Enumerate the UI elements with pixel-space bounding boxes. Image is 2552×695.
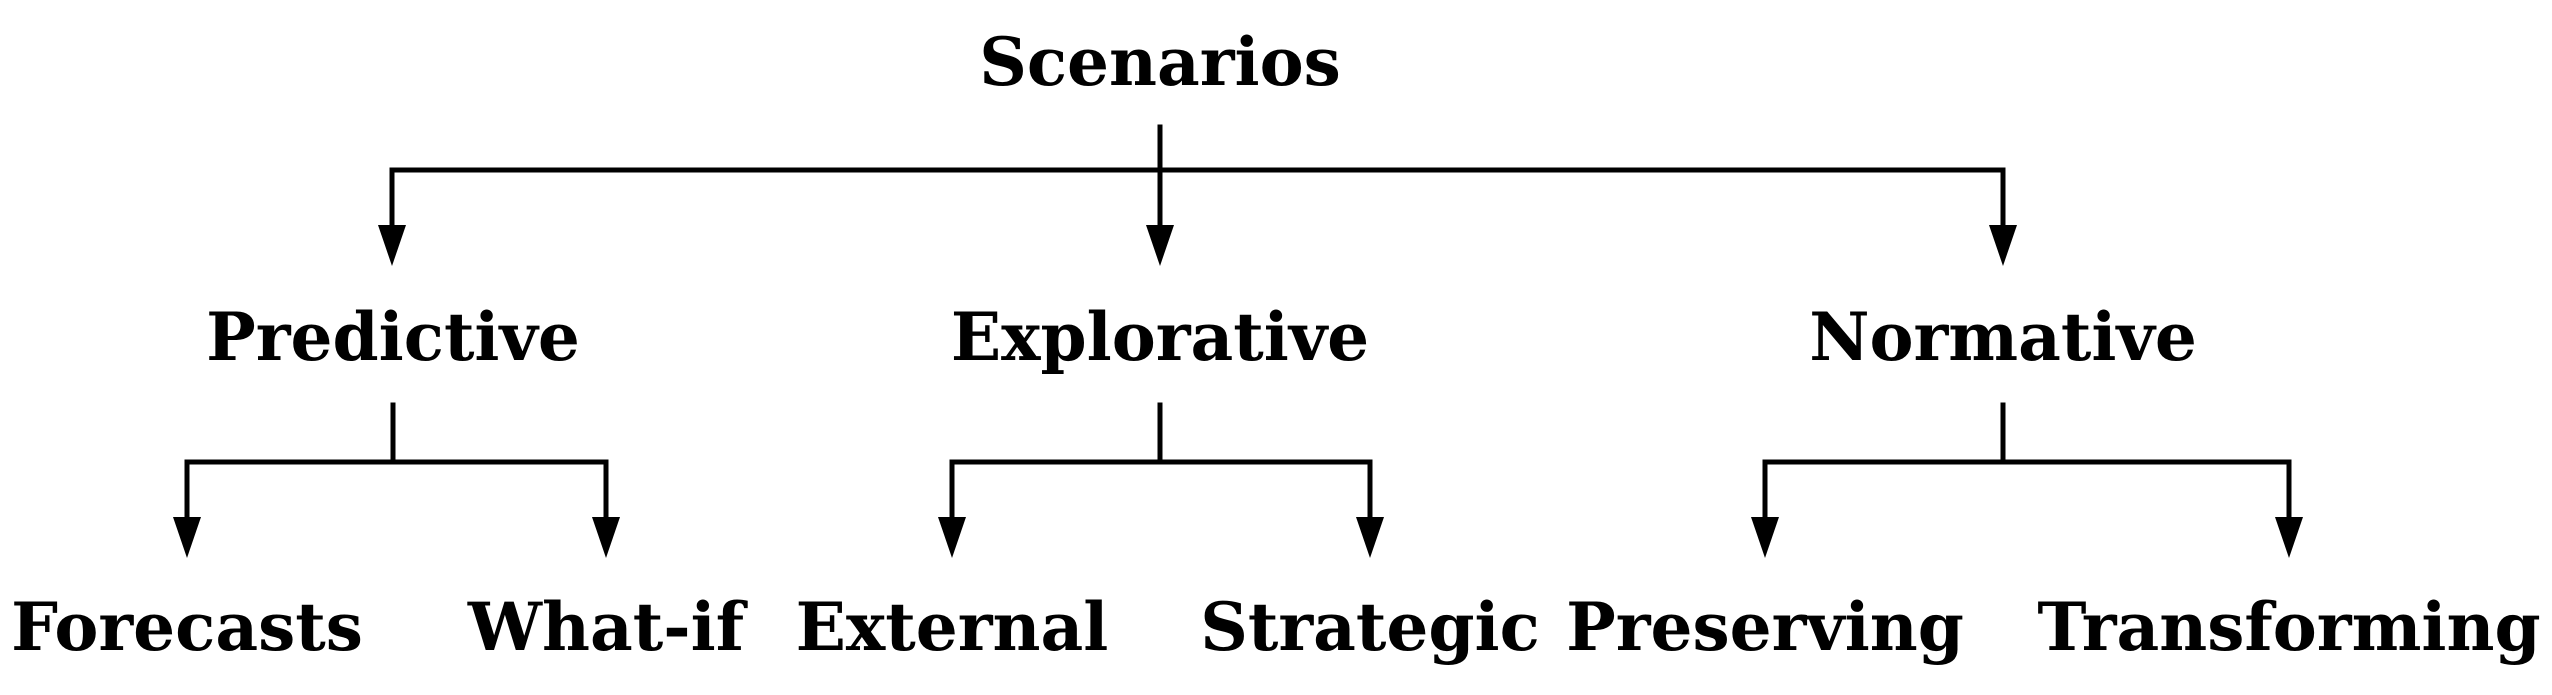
normative-connectors: [1751, 402, 2303, 558]
predictive-connectors: [173, 402, 620, 558]
root-connectors: [378, 124, 2017, 266]
arrowhead-predictive: [378, 225, 406, 266]
category-label-normative: Normative: [1809, 298, 2197, 376]
arrowhead-forecasts: [173, 517, 201, 558]
arrowhead-normative: [1989, 225, 2017, 266]
leaf-label-transforming: Transforming: [2037, 588, 2540, 666]
category-label-predictive: Predictive: [206, 298, 580, 376]
category-label-explorative: Explorative: [951, 298, 1369, 376]
arrowhead-explorative: [1146, 225, 1174, 266]
arrowhead-what-if: [592, 517, 620, 558]
leaf-label-external: External: [796, 588, 1109, 666]
leaf-label-strategic: Strategic: [1200, 588, 1540, 666]
leaf-label-forecasts: Forecasts: [11, 588, 363, 666]
leaf-label-preserving: Preserving: [1566, 588, 1964, 666]
explorative-connectors: [938, 402, 1384, 558]
arrowhead-external: [938, 517, 966, 558]
arrowhead-transforming: [2275, 517, 2303, 558]
root-label: Scenarios: [979, 23, 1341, 101]
leaf-label-what-if: What-if: [467, 588, 748, 666]
arrowhead-preserving: [1751, 517, 1779, 558]
arrowhead-strategic: [1356, 517, 1384, 558]
